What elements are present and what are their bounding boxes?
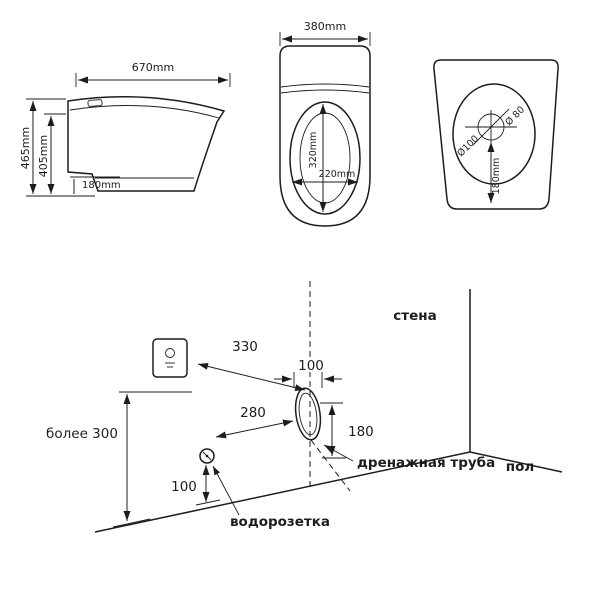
top-view: 380mm 320mm 220mm xyxy=(279,20,371,227)
label-backing xyxy=(296,359,326,372)
dim-line-330 xyxy=(197,362,306,392)
toilet-back-outline xyxy=(433,59,559,210)
drain-pipe-label: дренажная труба xyxy=(357,455,495,471)
water-outlet-circle xyxy=(199,448,215,464)
back-drain-height-label: 180mm xyxy=(491,158,502,195)
tank-seam-2 xyxy=(280,89,370,94)
drain-diameter-label: Ø100 xyxy=(455,133,481,159)
hole-diameter-label: Ø 80 xyxy=(503,104,527,128)
drain-pipe-leader xyxy=(323,444,354,462)
side-base-label: 180mm xyxy=(82,180,121,191)
dim-line-280 xyxy=(215,419,294,439)
water-outlet-dot xyxy=(205,454,209,458)
outlet-icon xyxy=(165,348,175,358)
drain-pipe-oval xyxy=(294,387,322,441)
water-outlet-label: водорозетка xyxy=(230,514,330,530)
ext-line xyxy=(195,499,221,506)
toilet-side-outline xyxy=(67,96,226,192)
diagonal-leader xyxy=(472,108,510,146)
toilet-lid-seam xyxy=(69,105,220,119)
floor-label: пол xyxy=(506,459,535,475)
min-clearance-label: более 300 xyxy=(46,426,118,442)
water-outlet-leader xyxy=(212,465,240,516)
tank-seam-1 xyxy=(280,83,370,88)
pipe-floor-dashed-line xyxy=(310,439,351,492)
seat-outer-oval xyxy=(289,101,361,215)
pipe-width-label: 100 xyxy=(298,358,324,374)
drain-pipe-inner xyxy=(298,392,318,436)
side-seat-height-label: 405mm xyxy=(37,135,50,177)
control-panel xyxy=(87,99,103,107)
side-total-height-label: 465mm xyxy=(19,127,32,169)
wall-label: стена xyxy=(393,308,436,324)
outlet-height-label: 100 xyxy=(171,479,197,495)
drain-pipe-outer xyxy=(294,387,322,441)
side-width-label: 670mm xyxy=(132,61,174,74)
wall-outlet-box xyxy=(152,338,188,378)
floor-edge-left xyxy=(94,451,471,533)
outlet-to-pipe-label: 280 xyxy=(240,405,266,421)
installation-diagram: стена пол 330 100 280 180 xyxy=(46,281,563,533)
ext-line xyxy=(112,518,151,528)
pipe-height-label: 180 xyxy=(348,424,374,440)
back-view: Ø100 Ø 80 180mm xyxy=(433,59,559,210)
top-width-label: 380mm xyxy=(304,20,346,33)
side-view: 670mm 465mm 405mm 180mm xyxy=(19,61,231,197)
toilet-top-outline xyxy=(279,45,371,227)
wall-to-pipe-label: 330 xyxy=(232,339,258,355)
floor-edge-right xyxy=(469,451,563,473)
bowl-length-label: 320mm xyxy=(308,132,319,169)
bowl-width-label: 220mm xyxy=(319,169,356,180)
